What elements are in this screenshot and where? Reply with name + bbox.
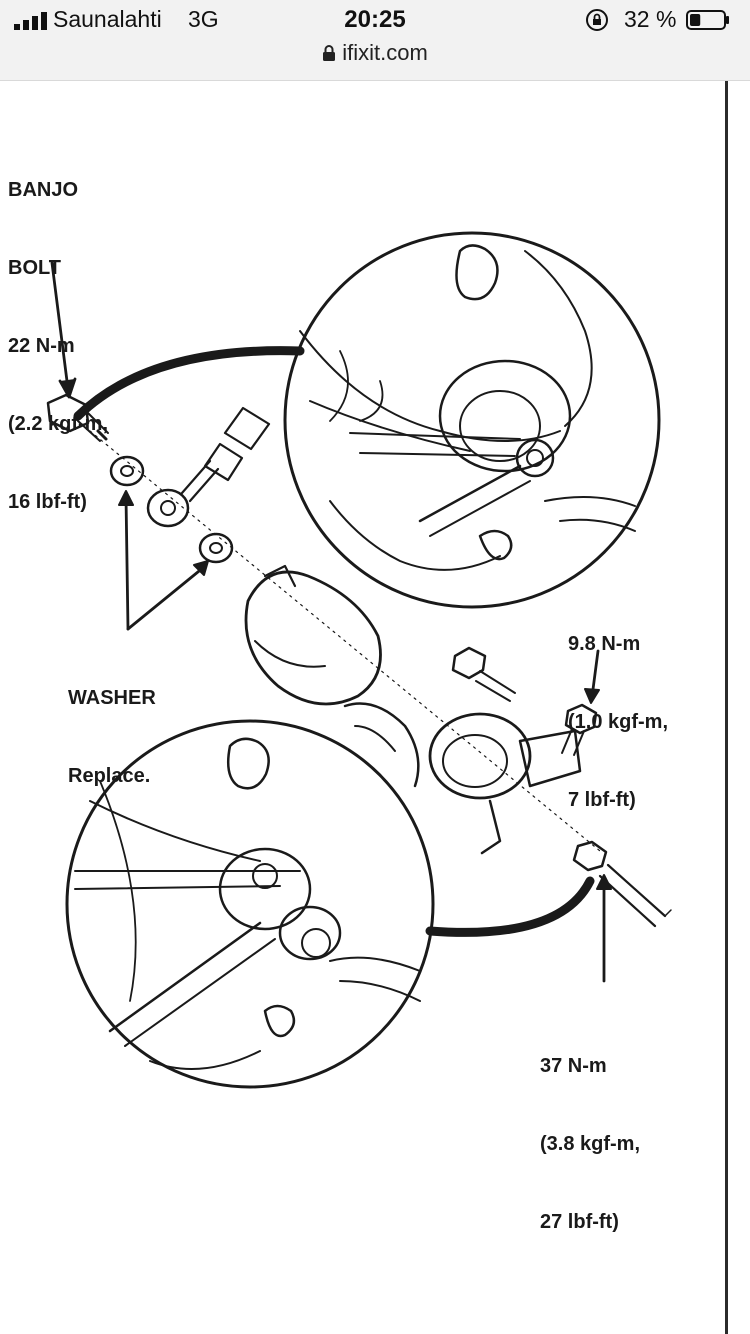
orientation-lock-icon [586, 9, 608, 31]
washer-label: WASHER Replace. [68, 687, 156, 787]
banjo-fitting [146, 406, 271, 528]
washer-1 [109, 455, 145, 487]
clock: 20:25 [344, 6, 406, 33]
lower-callout-curve [425, 876, 595, 937]
signal-strength-icon [14, 12, 47, 30]
washer-note: Replace. [68, 765, 151, 787]
upper-callout-curve [73, 346, 305, 421]
padlock-icon [323, 45, 336, 61]
upper-detail-circle [283, 231, 661, 609]
fuel-filter-part [244, 564, 382, 706]
diagram-page: BANJO BOLT 22 N-m (2.2 kgf-m, 16 lbf-ft)… [0, 81, 750, 1334]
banjo-bolt-arrow [50, 261, 77, 399]
exploded-view-diagram [46, 231, 672, 1089]
torque-small-label: 9.8 N-m (1.0 kgf-m, 7 lbf-ft) [568, 633, 669, 811]
battery-percent: 32 % [624, 6, 677, 32]
status-bar: Saunalahti 3G 20:25 32 % ifixit.com [0, 0, 750, 81]
torque-large-label: 37 N-m (3.8 kgf-m, 27 lbf-ft) [540, 1055, 641, 1233]
network-type: 3G [188, 6, 219, 32]
filter-clamp-part [343, 702, 582, 855]
washer-2 [198, 532, 234, 564]
banjo-bolt-label: BANJO BOLT 22 N-m (2.2 kgf-m, 16 lbf-ft) [8, 179, 109, 513]
address-bar[interactable]: ifixit.com [0, 40, 750, 66]
torque-large-arrow [596, 874, 612, 983]
assembly-axis-line [89, 430, 601, 852]
carrier-name: Saunalahti [53, 6, 162, 32]
torque-small-arrow [584, 649, 600, 704]
lower-detail-circle [65, 719, 435, 1089]
washer-arrows [118, 490, 209, 631]
mount-bolt-1 [451, 646, 516, 702]
url-text: ifixit.com [342, 40, 428, 65]
battery-icon [686, 10, 729, 30]
page-edge-divider [725, 81, 728, 1334]
banjo-bolt-part [46, 393, 109, 442]
